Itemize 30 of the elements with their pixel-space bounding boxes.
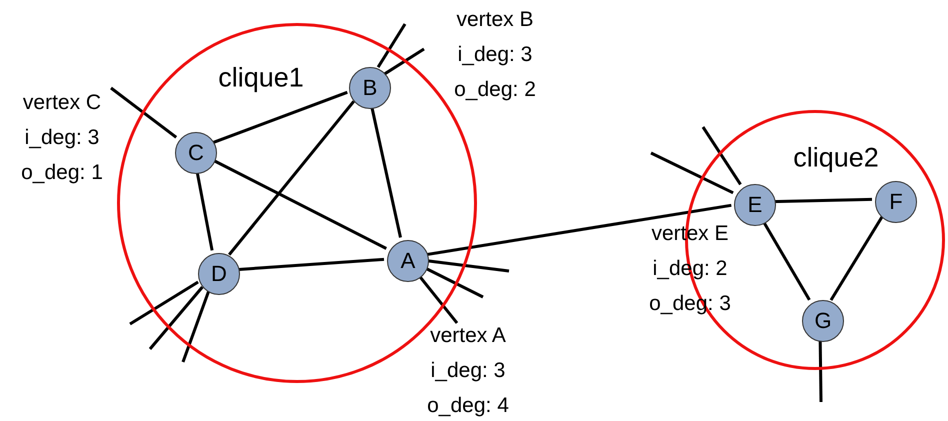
vertex-node: A xyxy=(387,240,429,282)
vertex-annotation: vertex B xyxy=(456,7,534,33)
dangling-edge xyxy=(182,290,210,362)
vertex-annotation: o_deg: 2 xyxy=(454,77,536,103)
clique-label: clique1 xyxy=(218,62,304,94)
vertex-annotation: o_deg: 1 xyxy=(21,160,103,186)
dangling-edge xyxy=(148,286,204,350)
vertex-node: C xyxy=(175,132,217,174)
dangling-edge xyxy=(702,126,742,186)
vertex-annotation: i_deg: 3 xyxy=(458,42,532,68)
dangling-edge xyxy=(110,86,178,138)
vertex-node: F xyxy=(875,181,917,223)
edge-line xyxy=(228,100,355,256)
vertex-node: D xyxy=(198,253,240,295)
vertex-node: B xyxy=(349,67,391,109)
vertex-annotation: i_deg: 3 xyxy=(430,358,506,384)
vertex-node: G xyxy=(802,300,844,342)
clique-label: clique2 xyxy=(793,142,879,174)
vertex-annotation: o_deg: 4 xyxy=(427,393,509,419)
dangling-edge xyxy=(376,23,406,68)
edge-line xyxy=(425,204,732,256)
dangling-edge xyxy=(650,152,734,194)
vertex-annotation: i_deg: 3 xyxy=(24,125,100,151)
vertex-annotation: vertex C xyxy=(22,90,102,116)
dangling-edge xyxy=(384,48,425,76)
edge-line xyxy=(830,216,884,301)
vertex-annotation: vertex A xyxy=(430,323,506,349)
vertex-node: E xyxy=(734,184,776,226)
dangling-edge xyxy=(129,280,199,326)
edge-line xyxy=(212,90,348,144)
